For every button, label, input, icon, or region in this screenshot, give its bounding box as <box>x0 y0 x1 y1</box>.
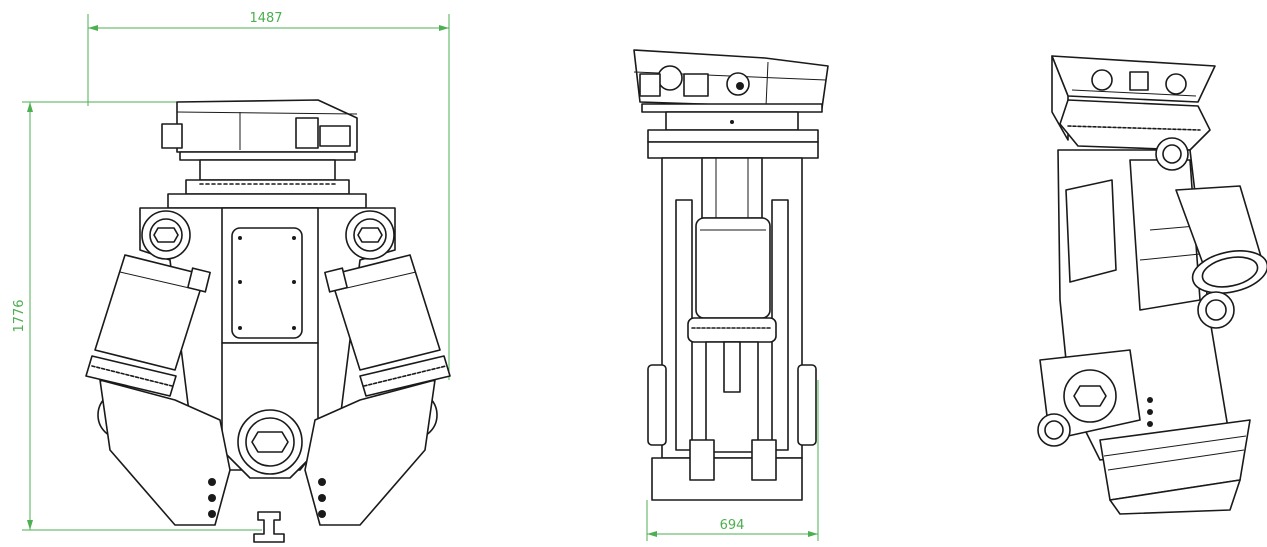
iso-lower-arm <box>1037 349 1153 447</box>
isometric-view <box>1037 55 1267 515</box>
front-top-bracket <box>161 99 358 161</box>
side-rotator <box>647 111 819 159</box>
side-body <box>647 157 817 459</box>
front-rail-profile <box>253 511 285 543</box>
front-rotator <box>167 159 367 209</box>
side-view <box>633 49 829 501</box>
side-top-bracket <box>633 49 829 113</box>
iso-rotator <box>1059 99 1211 151</box>
dimension-height-front: 1776 <box>12 101 262 531</box>
dimension-width-front: 1487 <box>87 11 450 380</box>
dim-label-front-width: 1487 <box>249 11 282 26</box>
dimension-width-side: 694 <box>646 380 819 541</box>
dim-label-front-height: 1776 <box>12 299 27 332</box>
front-right-arm <box>304 210 451 526</box>
iso-shear-head <box>1099 419 1251 515</box>
dim-label-side-width: 694 <box>720 518 745 533</box>
front-view <box>85 99 451 543</box>
side-base <box>651 439 803 501</box>
front-left-arm <box>85 210 231 526</box>
iso-cylinder <box>1155 137 1267 329</box>
